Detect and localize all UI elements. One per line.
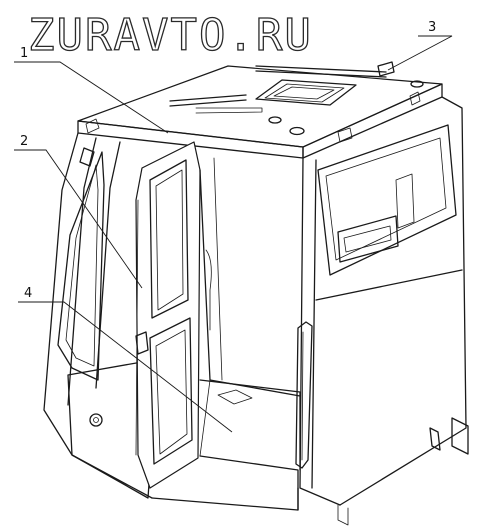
leader-3 xyxy=(387,35,453,71)
cab-right-side xyxy=(295,96,469,526)
callout-3: 3 xyxy=(428,20,436,35)
body-bolt xyxy=(89,413,103,427)
callout-4: 4 xyxy=(24,286,32,301)
right-side-window xyxy=(317,124,457,276)
roof-bolt xyxy=(410,80,424,88)
front-door xyxy=(135,141,201,489)
leader-4 xyxy=(18,301,233,433)
roof-rails xyxy=(169,65,387,114)
roof-panel xyxy=(77,61,443,159)
leader-2 xyxy=(14,149,143,289)
callout-2: 2 xyxy=(20,134,28,149)
cab-interior xyxy=(199,157,301,471)
leader-lines xyxy=(14,35,453,433)
lifting-lug xyxy=(377,61,395,77)
grab-handle xyxy=(295,321,313,469)
side-mirror-mount xyxy=(79,147,95,167)
roof-bolt xyxy=(268,116,282,124)
roof-hatch xyxy=(255,79,357,106)
cab-left-side xyxy=(43,132,153,499)
callout-1: 1 xyxy=(20,46,28,61)
leader-1 xyxy=(14,61,169,134)
door-handle xyxy=(135,331,149,355)
watermark-text: ZURAVTO.RU xyxy=(28,10,313,61)
roof-bolt xyxy=(289,126,305,136)
